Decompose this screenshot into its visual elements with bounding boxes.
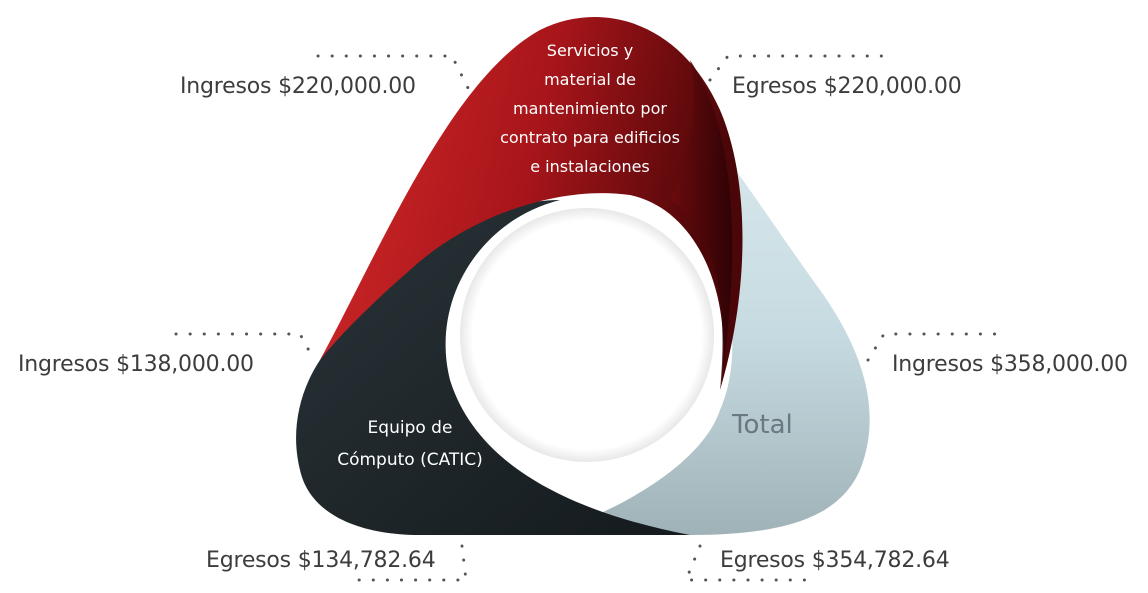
equipo-egresos-label: Egresos $134,782.64: [206, 548, 436, 573]
leader-lines: [174, 54, 1006, 582]
total-label: Total: [732, 410, 793, 440]
servicios-egresos-label: Egresos $220,000.00: [732, 74, 962, 99]
leader-dark-ingresos: [174, 332, 316, 362]
equipo-line-1: Equipo de: [367, 418, 453, 438]
servicios-fold-shade: [670, 60, 733, 390]
servicios-label: Servicios y material de mantenimiento po…: [440, 36, 740, 181]
equipo-line-2: Cómputo (CATIC): [337, 450, 483, 470]
servicios-line-1: Servicios y: [546, 41, 634, 60]
servicios-ingresos-label: Ingresos $220,000.00: [180, 74, 416, 99]
center-hole: [460, 208, 714, 462]
total-ingresos-label: Ingresos $358,000.00: [892, 352, 1128, 377]
equipo-label: Equipo de Cómputo (CATIC): [320, 412, 500, 476]
equipo-ingresos-label: Ingresos $138,000.00: [18, 352, 254, 377]
equipo-segment: [296, 200, 690, 535]
total-egresos-label: Egresos $354,782.64: [720, 548, 950, 573]
total-segment: [540, 36, 870, 535]
servicios-line-3: mantenimiento por: [513, 99, 667, 118]
servicios-line-5: e instalaciones: [530, 157, 650, 176]
servicios-line-4: contrato para edificios: [500, 128, 680, 147]
leader-dark-egresos: [348, 544, 468, 582]
servicios-line-2: material de: [544, 70, 636, 89]
servicios-segment: [320, 16, 743, 391]
